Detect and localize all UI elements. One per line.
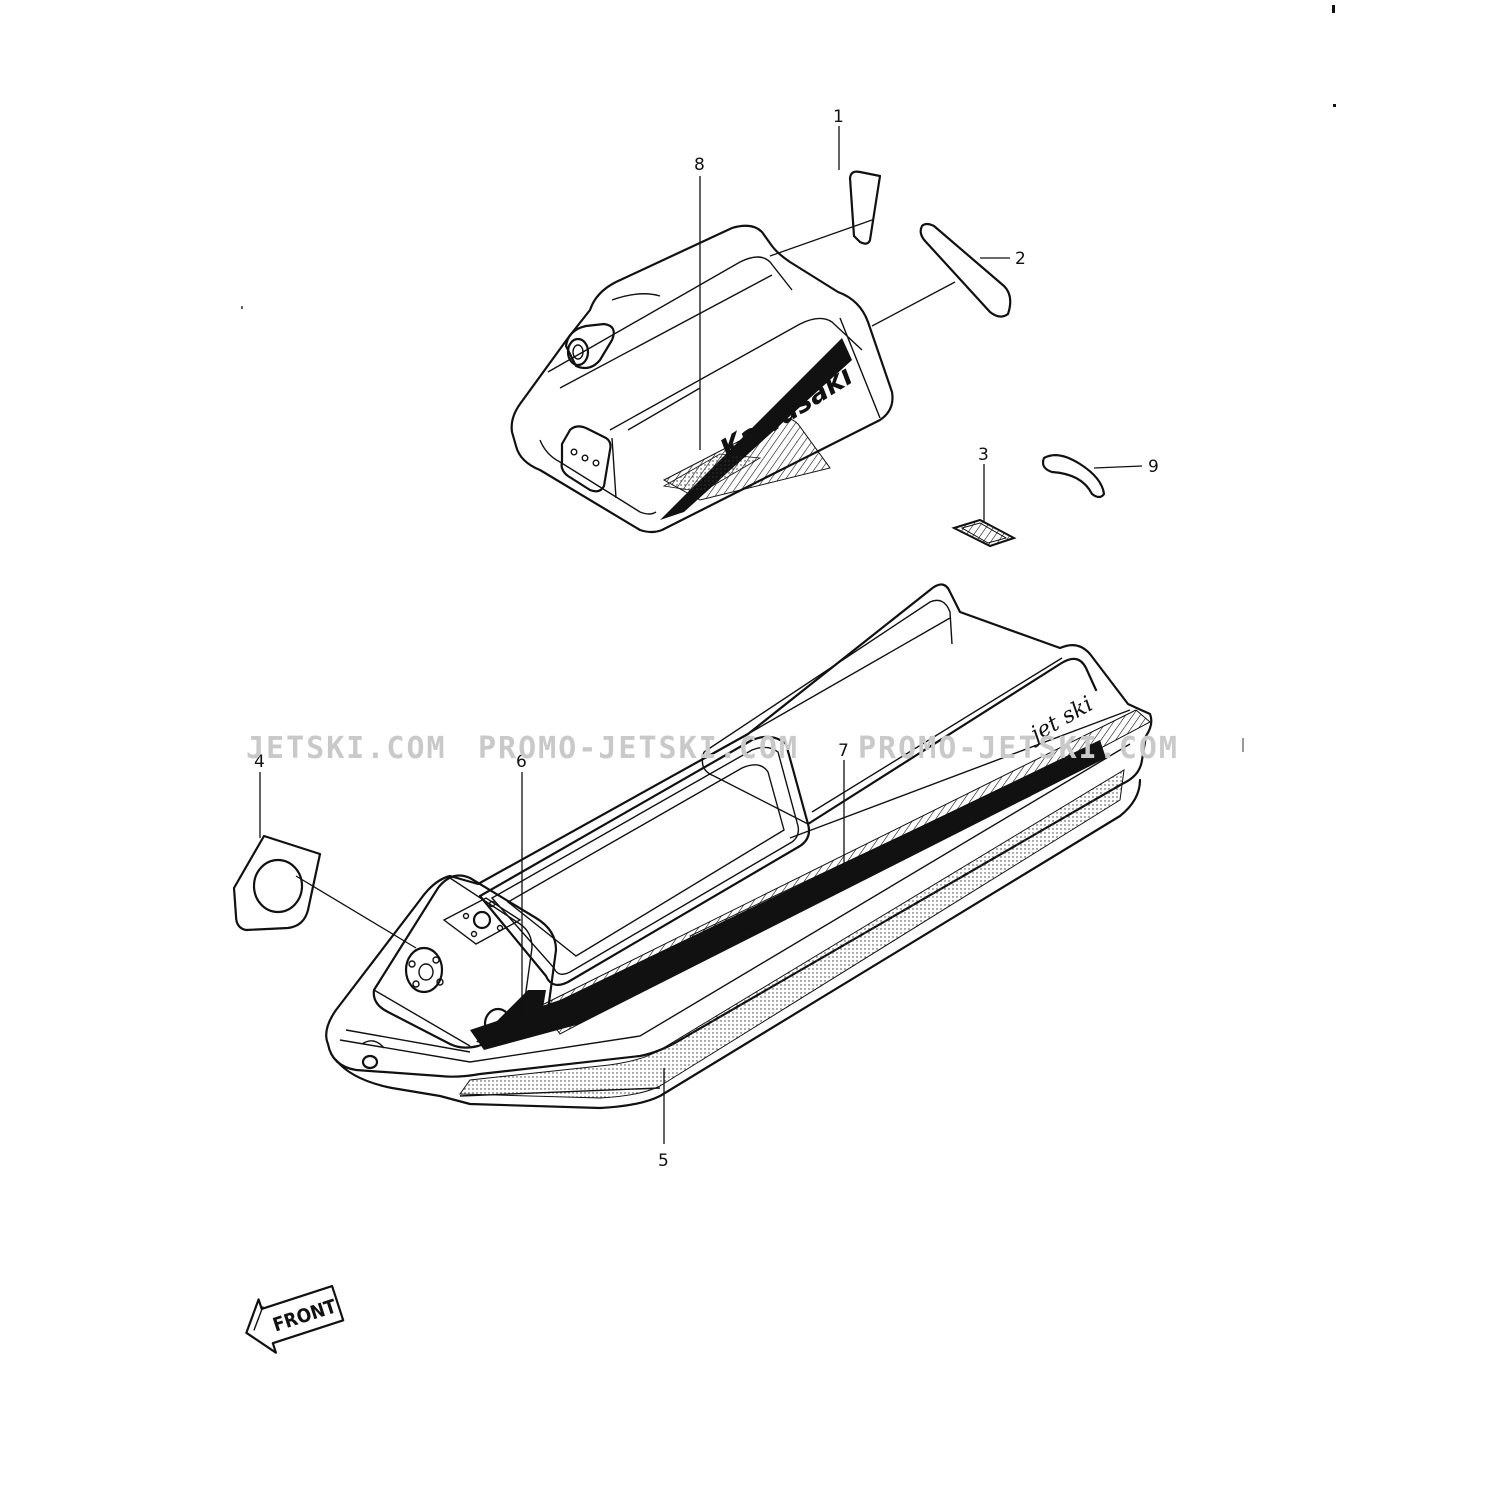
decal-1: 1 <box>769 107 882 257</box>
engine-hood: Kawasaki <box>510 224 894 534</box>
callout-3: 3 <box>978 445 989 465</box>
callout-7: 7 <box>838 741 849 761</box>
callout-9: 9 <box>1148 457 1159 477</box>
callout-6: 6 <box>516 752 527 772</box>
callout-7-group: 7 <box>838 741 849 872</box>
decal-2: 2 <box>871 222 1026 327</box>
callout-5: 5 <box>658 1151 669 1171</box>
callout-5-group: 5 <box>658 1068 669 1171</box>
front-label: FRONT <box>270 1295 339 1336</box>
hull: jet ski <box>325 583 1153 1110</box>
callout-2: 2 <box>1015 249 1026 269</box>
watermark-1: JETSKI.COM <box>246 731 447 766</box>
callout-1: 1 <box>833 107 844 127</box>
front-arrow: FRONT <box>245 1284 345 1354</box>
callout-4: 4 <box>254 752 265 772</box>
watermark-3: PROMO-JETSKI.COM <box>858 731 1179 766</box>
scan-marks <box>241 5 1336 752</box>
watermark-2: PROMO-JETSKI.COM <box>478 731 799 766</box>
decal-4: 4 <box>232 752 417 949</box>
decal-9: 9 <box>1041 453 1159 499</box>
callout-6-group: 6 <box>516 752 527 1020</box>
decal-3: 3 <box>951 445 1017 548</box>
callout-8: 8 <box>694 155 705 175</box>
watermark-row: JETSKI.COM PROMO-JETSKI.COM PROMO-JETSKI… <box>246 731 1179 766</box>
callout-8-group: 8 <box>694 155 705 450</box>
